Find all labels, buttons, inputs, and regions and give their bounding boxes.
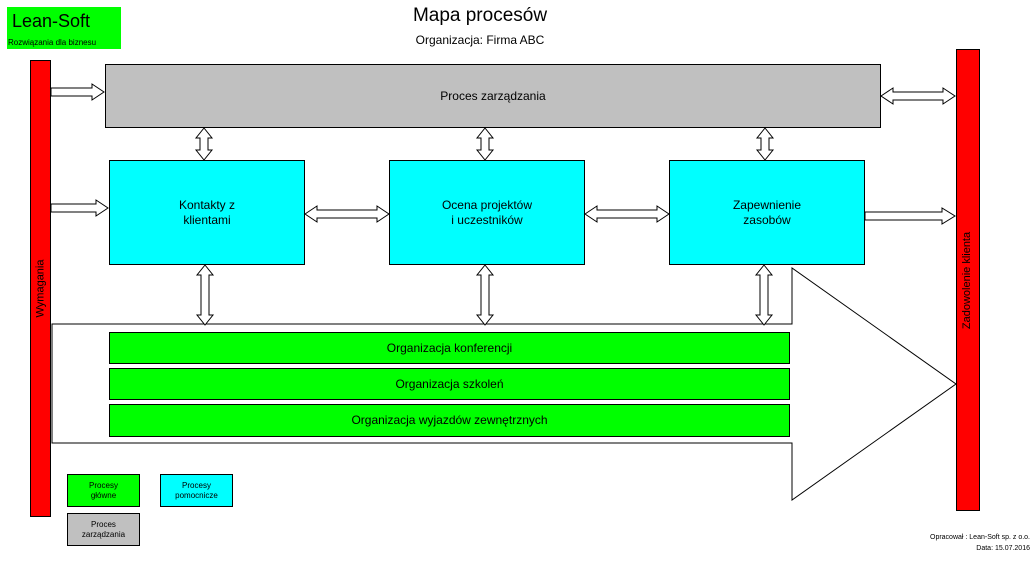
arrow-management-zasoby xyxy=(755,127,775,161)
arrow-kontakty-main xyxy=(195,264,215,326)
arrow-management-zadowolenie xyxy=(880,87,956,105)
process-management: Proces zarządzania xyxy=(105,64,881,128)
legend-main: Procesy główne xyxy=(67,474,140,507)
legend-management: Proces zarządzania xyxy=(67,513,140,546)
process-wyjazdy-label: Organizacja wyjazdów zewnętrznych xyxy=(351,413,548,427)
arrow-ocena-main xyxy=(475,264,495,326)
legend-support-label: Procesy pomocnicze xyxy=(175,480,218,500)
process-konferencje: Organizacja konferencji xyxy=(109,332,790,364)
bar-wymagania: Wymagania xyxy=(30,60,51,517)
footer-date: Data: 15.07.2016 xyxy=(976,545,1030,552)
arrow-management-kontakty xyxy=(194,127,214,161)
arrow-kontakty-ocena xyxy=(304,205,390,223)
bar-zadowolenie-label: Zadowolenie klienta xyxy=(961,231,974,329)
bar-wymagania-label: Wymagania xyxy=(34,259,47,318)
process-ocena: Ocena projektów i uczestników xyxy=(389,160,585,265)
arrow-ocena-zasoby xyxy=(584,205,670,223)
process-zasoby-label: Zapewnienie zasobów xyxy=(732,197,802,227)
legend-main-label: Procesy główne xyxy=(89,480,118,500)
arrow-management-ocena xyxy=(475,127,495,161)
footer-author: Opracował : Lean-Soft sp. z o.o. xyxy=(930,534,1030,541)
process-ocena-label: Ocena projektów i uczestników xyxy=(441,197,533,227)
process-kontakty: Kontakty z klientami xyxy=(109,160,305,265)
process-zasoby: Zapewnienie zasobów xyxy=(669,160,865,265)
logo-tagline: Rozwiązania dla biznesu xyxy=(8,38,97,47)
process-szkolenia-label: Organizacja szkoleń xyxy=(395,376,504,391)
arrow-zasoby-main xyxy=(754,264,774,326)
arrow-wymagania-to-management xyxy=(50,83,105,101)
arrow-zasoby-to-zadowolenie xyxy=(864,207,956,225)
arrow-wymagania-to-kontakty xyxy=(50,199,109,217)
process-wyjazdy: Organizacja wyjazdów zewnętrznych xyxy=(109,404,790,437)
process-kontakty-label: Kontakty z klientami xyxy=(178,197,236,227)
page-title: Mapa procesów xyxy=(412,5,548,26)
process-konferencje-label: Organizacja konferencji xyxy=(386,340,513,355)
logo-name: Lean-Soft xyxy=(12,11,91,31)
legend-support: Procesy pomocnicze xyxy=(160,474,233,507)
legend-management-label: Proces zarządzania xyxy=(81,519,126,539)
bar-zadowolenie-klienta: Zadowolenie klienta xyxy=(956,49,980,511)
company-logo: Lean-Soft Rozwiązania dla biznesu xyxy=(7,7,121,49)
process-szkolenia: Organizacja szkoleń xyxy=(109,368,790,400)
process-management-label: Proces zarządzania xyxy=(440,88,546,103)
page-subtitle: Organizacja: Firma ABC xyxy=(415,33,545,47)
